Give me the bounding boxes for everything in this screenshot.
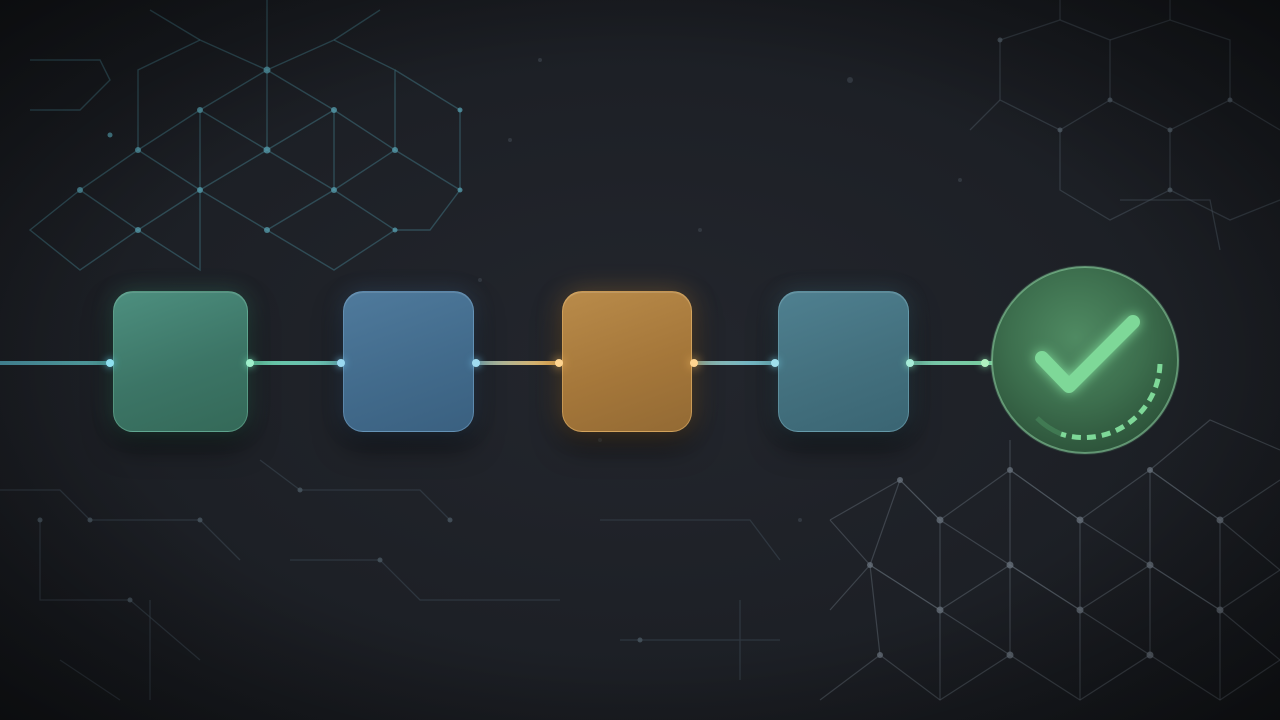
checkmark-icon [1035, 315, 1140, 393]
pipeline-connector-line [0, 361, 1000, 365]
connector-node [246, 359, 254, 367]
connector-node [981, 359, 989, 367]
pipeline-step-1 [113, 291, 248, 432]
pipeline-step-2 [343, 291, 474, 432]
completion-badge [990, 265, 1180, 455]
connector-node [690, 359, 698, 367]
connector-node [555, 359, 563, 367]
connector-node [106, 359, 114, 367]
connector-node [906, 359, 914, 367]
pipeline-step-3 [562, 291, 692, 432]
connector-node [771, 359, 779, 367]
connector-node [337, 359, 345, 367]
dashed-progress-arc-icon [1035, 363, 1163, 441]
pipeline-step-4 [778, 291, 909, 432]
connector-node [472, 359, 480, 367]
